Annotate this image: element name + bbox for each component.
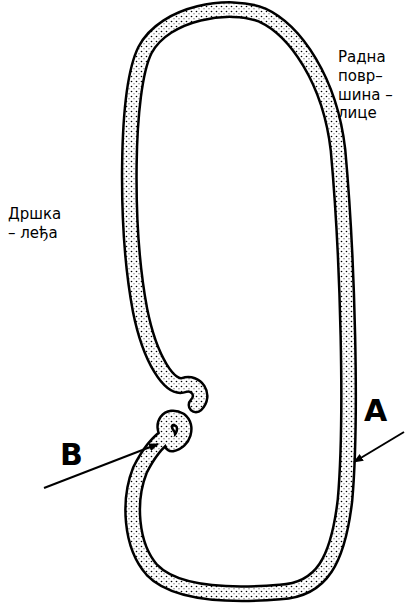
part-label: Дршка – леђа	[8, 205, 62, 243]
callout-letter: B	[60, 440, 90, 470]
part-label: Радна повр– шина – лице	[338, 48, 402, 123]
tool-outline	[129, 10, 348, 594]
tool-band	[129, 10, 348, 594]
callout-letter: A	[364, 396, 394, 426]
arrow-a	[354, 432, 404, 462]
